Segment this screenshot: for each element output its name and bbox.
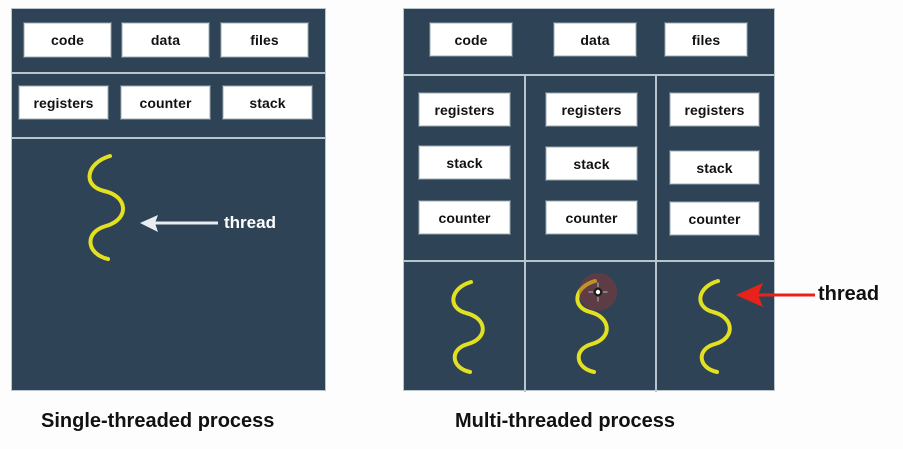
multi-column-divider-2: [655, 74, 657, 392]
thread-label-multi: thread: [818, 283, 880, 305]
multi-column-divider-1: [524, 74, 526, 392]
single-box-code[interactable]: code: [24, 23, 111, 57]
multi-divider-bottom: [403, 260, 775, 262]
caption-multi-threaded-process: Multi-threaded process: [455, 410, 676, 432]
single-box-files[interactable]: files: [221, 23, 308, 57]
multi-col2-counter[interactable]: counter: [546, 201, 637, 234]
multi-box-files[interactable]: files: [665, 23, 747, 56]
multi-col1-registers[interactable]: registers: [419, 93, 510, 126]
crosshair-move-cursor-icon: [588, 282, 608, 302]
thread-label-single: thread: [224, 213, 276, 232]
multi-col2-stack[interactable]: stack: [546, 147, 637, 180]
single-threaded-process-panel: [11, 8, 326, 391]
multi-divider-top: [403, 74, 775, 76]
multi-col3-stack[interactable]: stack: [670, 151, 759, 184]
multi-col2-registers[interactable]: registers: [546, 93, 637, 126]
single-box-data[interactable]: data: [122, 23, 209, 57]
single-box-counter[interactable]: counter: [121, 86, 210, 119]
single-divider-mid: [11, 137, 326, 139]
single-box-stack[interactable]: stack: [223, 86, 312, 119]
caption-single-threaded-process: Single-threaded process: [41, 410, 275, 432]
multi-col1-counter[interactable]: counter: [419, 201, 510, 234]
multi-col1-stack[interactable]: stack: [419, 146, 510, 179]
single-divider-top: [11, 72, 326, 74]
multi-box-code[interactable]: code: [430, 23, 512, 56]
multi-threaded-process-panel: [403, 8, 775, 392]
multi-box-data[interactable]: data: [554, 23, 636, 56]
multi-col3-counter[interactable]: counter: [670, 202, 759, 235]
single-box-registers[interactable]: registers: [19, 86, 108, 119]
multi-col3-registers[interactable]: registers: [670, 93, 759, 126]
